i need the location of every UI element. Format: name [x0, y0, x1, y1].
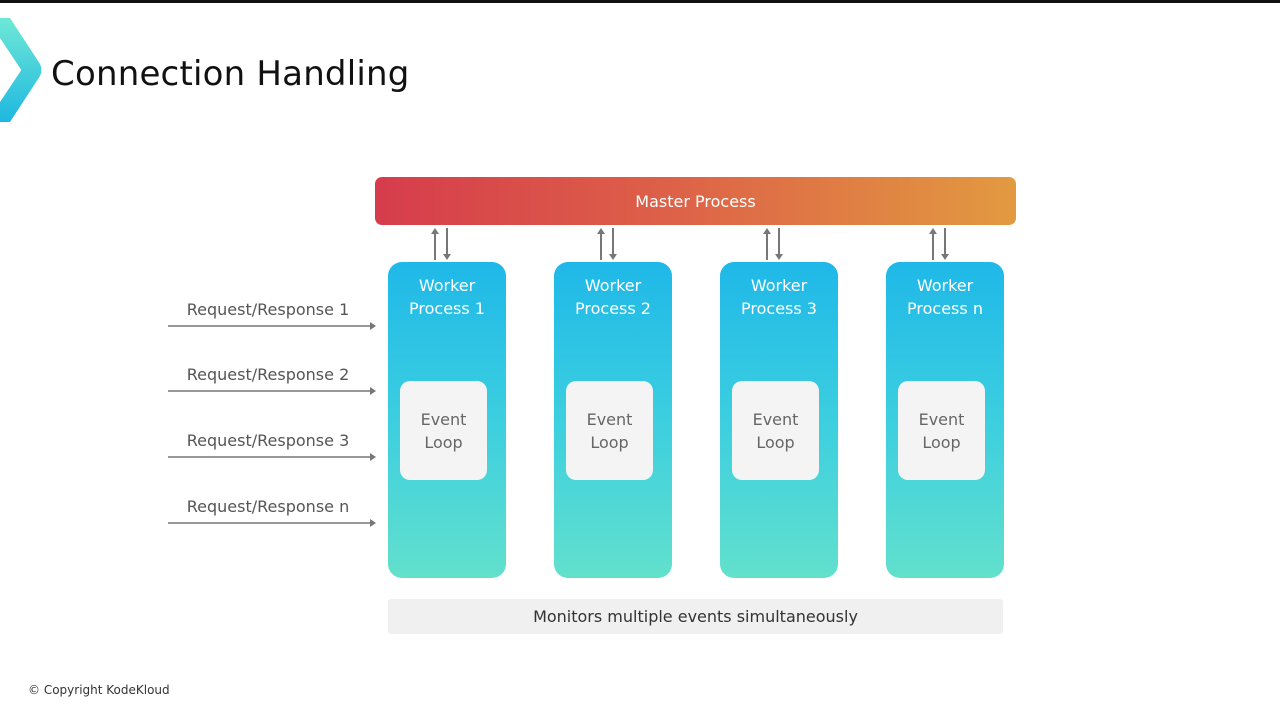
top-border [0, 0, 1280, 3]
request-response: Request/Response 3 [168, 431, 378, 461]
arrow-down-icon [775, 228, 783, 260]
request-response-label: Request/Response n [186, 497, 350, 516]
arrow-up-icon [763, 228, 771, 260]
worker-label-line2: Process 1 [409, 299, 485, 318]
arrow-down-icon [941, 228, 949, 260]
worker-label-line1: Worker [916, 276, 974, 295]
arrow-up-icon [431, 228, 439, 260]
request-response: Request/Response 1 [168, 300, 378, 330]
event-loop-line2: Loop [424, 432, 463, 452]
arrow-down-icon [443, 228, 451, 260]
request-response-label: Request/Response 2 [186, 365, 350, 384]
arrow-right-icon [168, 322, 376, 330]
arrow-up-icon [929, 228, 937, 260]
arrow-right-icon [168, 387, 376, 395]
request-response: Request/Response 2 [168, 365, 378, 395]
event-loop-line1: Event [586, 409, 633, 429]
event-loop-line1: Event [420, 409, 467, 429]
event-loop-line2: Loop [590, 432, 629, 452]
worker-label-line2: Process n [907, 299, 983, 318]
master-process-label: Master Process [635, 191, 756, 211]
arrow-right-icon [168, 453, 376, 461]
request-response-label: Request/Response 3 [186, 431, 350, 450]
request-response: Request/Response n [168, 497, 378, 527]
event-loop-line2: Loop [756, 432, 795, 452]
worker-label-line2: Process 3 [741, 299, 817, 318]
arrow-right-icon [168, 519, 376, 527]
event-loop-line2: Loop [922, 432, 961, 452]
copyright: © Copyright KodeKloud [28, 683, 170, 697]
event-loop-line1: Event [918, 409, 965, 429]
monitor-caption: Monitors multiple events simultaneously [388, 599, 1003, 634]
master-process: Master Process [375, 177, 1016, 225]
worker-label-line1: Worker [750, 276, 808, 295]
worker-label-line1: Worker [584, 276, 642, 295]
kodekloud-chevron-icon [0, 18, 42, 122]
event-loop-line1: Event [752, 409, 799, 429]
page-title: Connection Handling [51, 54, 410, 94]
arrow-down-icon [609, 228, 617, 260]
worker-label-line2: Process 2 [575, 299, 651, 318]
arrow-up-icon [597, 228, 605, 260]
request-response-label: Request/Response 1 [186, 300, 350, 319]
worker-label-line1: Worker [418, 276, 476, 295]
